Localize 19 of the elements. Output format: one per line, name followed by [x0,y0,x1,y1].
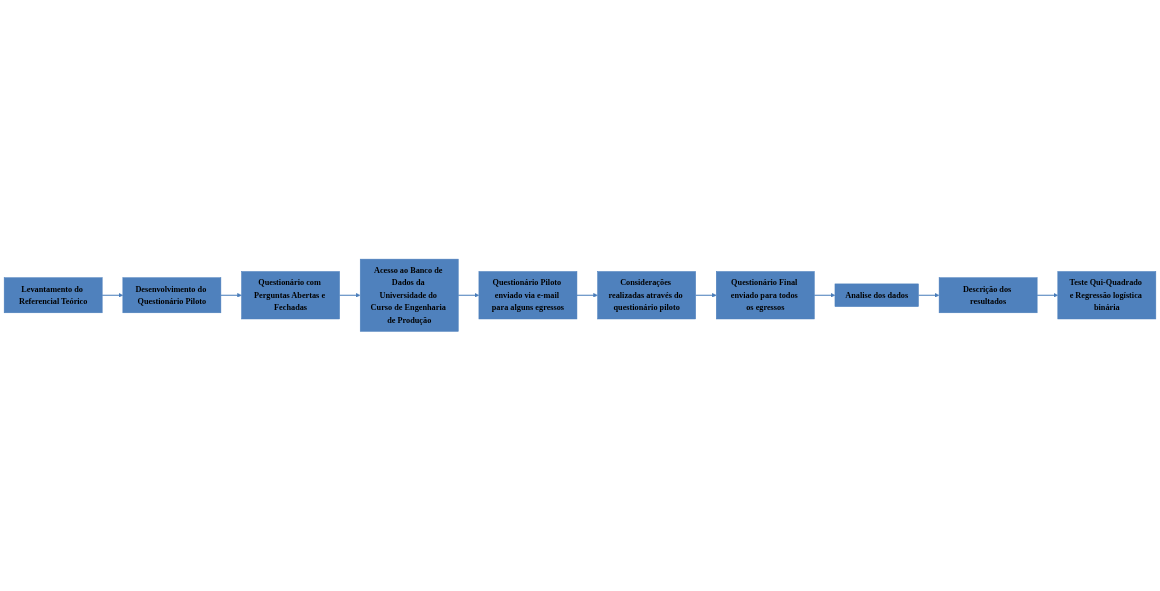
arrow [101,293,124,298]
node-box: Considerações realizadas através do questionário piloto [597,271,696,320]
arrow [220,293,242,298]
arrow [339,293,361,298]
node-box: Questionário com Perguntas Abertas e Fechadas [241,271,340,320]
node-box: Descrição dos resultados [938,277,1038,314]
arrow [695,293,717,298]
arrow [576,293,598,298]
node-box: Desenvolvimento do Questionário Piloto [122,277,222,314]
arrow [1036,293,1058,298]
node-box: Questionário Piloto enviado via e-mail para alguns egressos [478,271,578,320]
arrow [813,293,836,298]
arrow [917,293,940,298]
node-box: Acesso ao Banco de Dados da Universidade do Curso de Engenharia de Produção [359,259,459,332]
node-box: Questionário Final enviado para todos os egressos [716,271,815,320]
arrow [457,293,480,298]
node-box: Analise dos dados [834,283,919,308]
node-box: Teste Qui-Quadrado e Regressão logística binária [1057,271,1157,320]
node-box: Levantamento do Referencial Teórico [3,277,103,314]
